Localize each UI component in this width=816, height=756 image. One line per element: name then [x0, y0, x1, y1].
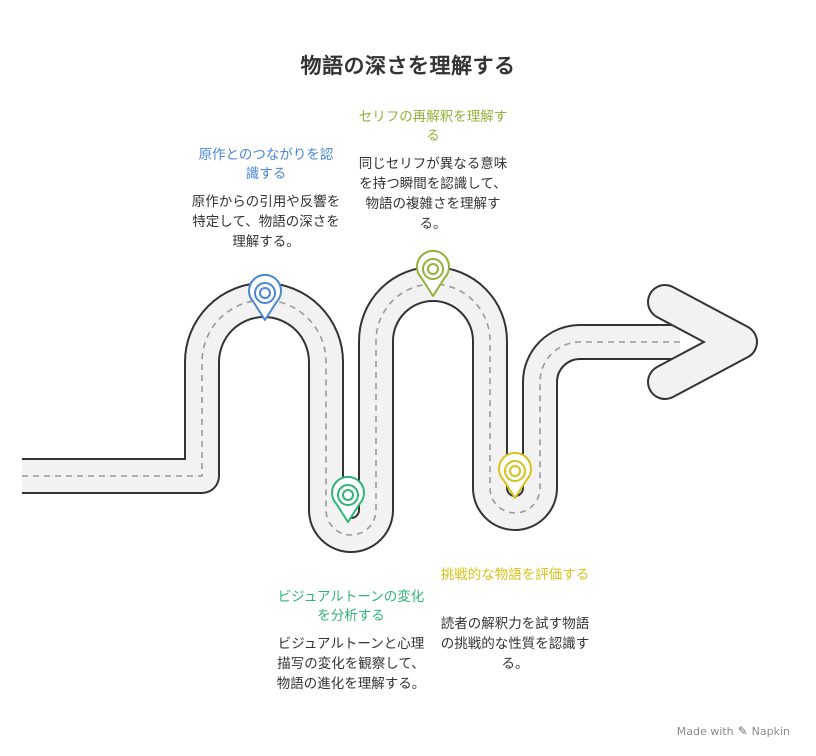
map-pin-icon-visual: [331, 475, 365, 523]
page-title: 物語の深さを理解する: [300, 54, 516, 78]
footer-brand: Napkin: [751, 724, 790, 738]
stage-description-dialogue: 同じセリフが異なる意味を持つ瞬間を認識して、物語の複雑さを理解する。: [358, 156, 508, 232]
napkin-logo-icon: ✎: [737, 724, 748, 738]
map-pin-icon-source: [248, 273, 282, 321]
stage-title-source: 原作とのつながりを認識する: [198, 147, 334, 182]
stage-title-dialogue: セリフの再解釈を理解する: [358, 109, 508, 144]
footer-text: Made with: [676, 724, 734, 738]
stage-description-challenge: 読者の解釈力を試す物語の挑戦的な性質を認識する。: [440, 616, 590, 672]
stage-description-source: 原作からの引用や反響を特定して、物語の深さを理解する。: [191, 194, 341, 250]
road-arrowhead: [649, 286, 756, 398]
road-centerline: [22, 283, 680, 536]
stage-title-challenge: 挑戦的な物語を評価する: [440, 567, 590, 583]
map-pin-icon-challenge: [498, 451, 532, 499]
stage-title-visual: ビジュアルトーンの変化を分析する: [277, 589, 425, 624]
stage-description-visual: ビジュアルトーンと心理描写の変化を観察して、物語の進化を理解する。: [276, 636, 426, 692]
map-pin-icon-dialogue: [416, 249, 450, 297]
footer-credit: Made with ✎ Napkin: [677, 724, 790, 738]
